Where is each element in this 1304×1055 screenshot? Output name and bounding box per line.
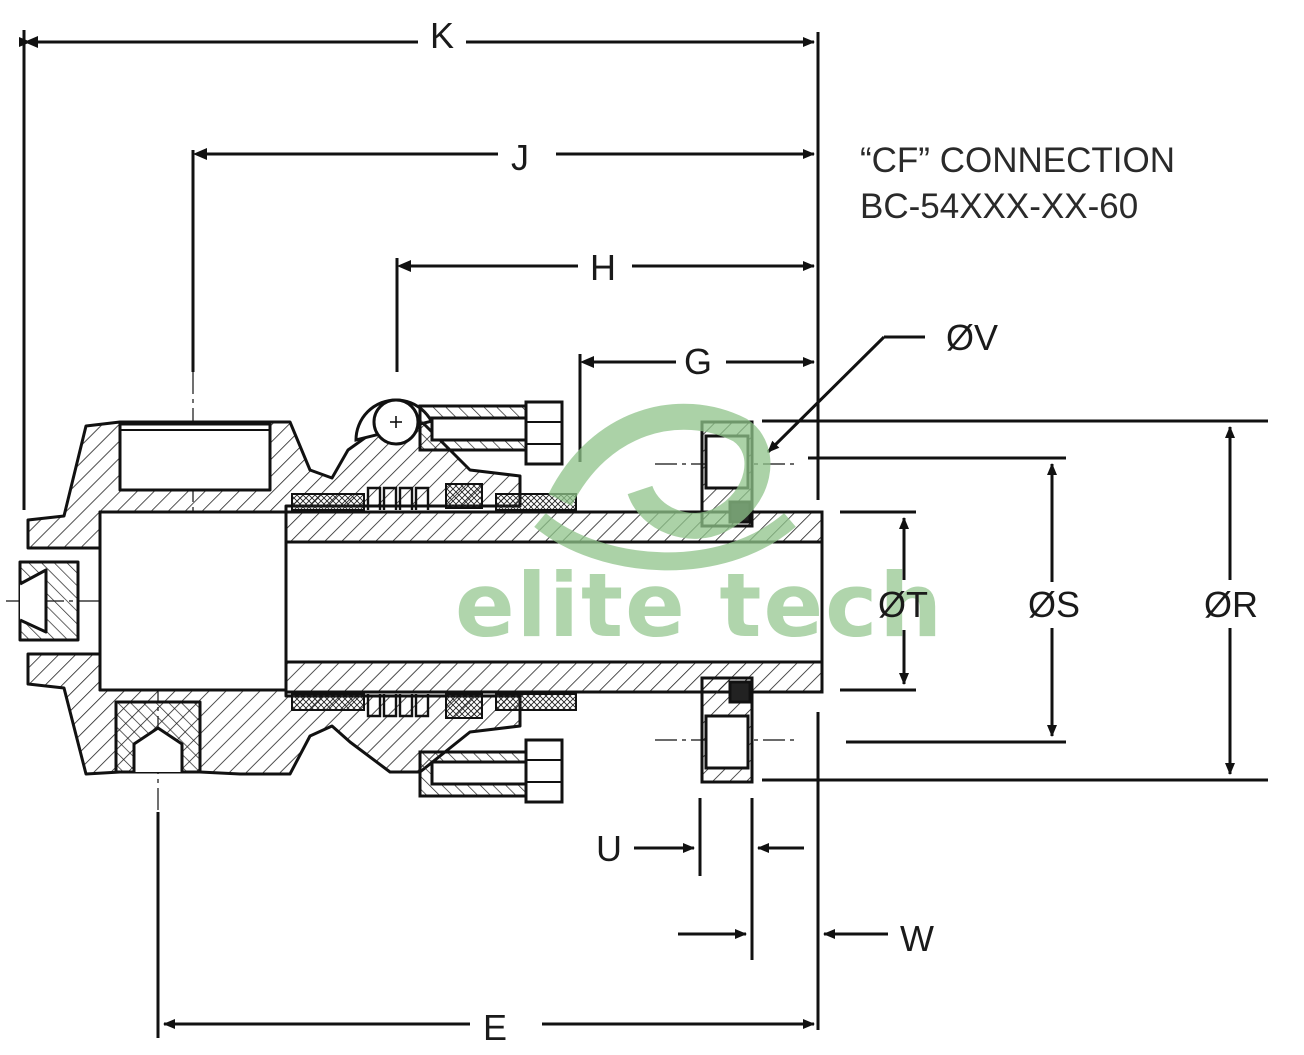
joint-body [18, 418, 522, 776]
dim-label-s: ØS [1028, 584, 1080, 625]
watermark-text: elite tech [455, 554, 944, 657]
dim-label-r: ØR [1204, 584, 1258, 625]
part-number: BC-54XXX-XX-60 [860, 187, 1138, 226]
dim-label-j: J [511, 137, 529, 178]
dim-label-g: G [684, 341, 712, 382]
arrowhead [397, 260, 411, 272]
dim-label-h: H [590, 247, 616, 288]
watermark-logo [534, 403, 796, 571]
dim-label-w: W [900, 918, 934, 959]
arrowhead [580, 356, 594, 368]
dim-label-k: K [430, 15, 454, 56]
connection-title: “CF” CONNECTION [860, 141, 1175, 180]
dim-label-e: E [483, 1007, 507, 1048]
dim-label-u: U [596, 828, 622, 869]
arrowhead [193, 148, 207, 160]
arrowhead [24, 36, 38, 48]
bolts [354, 398, 564, 804]
dim-label-v: ØV [946, 317, 998, 358]
dimension-lines [19, 30, 1268, 1038]
dim-label-t: ØT [878, 584, 928, 625]
